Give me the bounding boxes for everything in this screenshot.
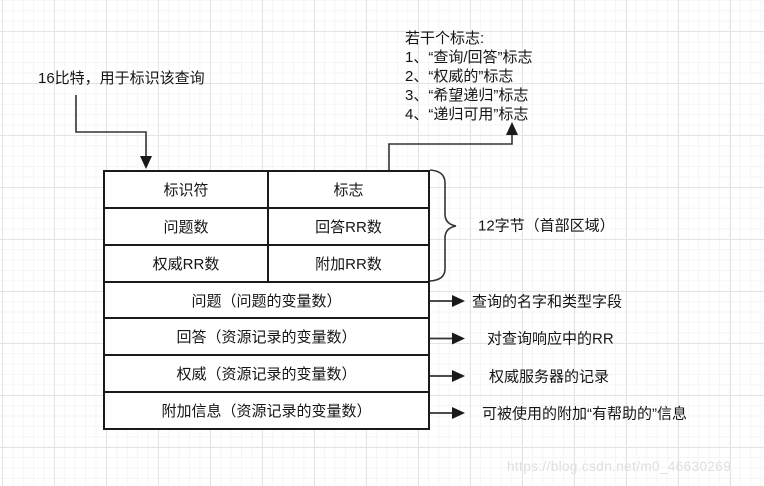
cell-question-count: 问题数 [163, 218, 209, 236]
flags-annotation: 若干个标志: 1、“查询/回答”标志 2、“权威的”标志 3、“希望递归”标志 … [405, 29, 533, 124]
flags-annotation-item: 3、“希望递归”标志 [405, 87, 529, 104]
table-row-additional: 附加信息（资源记录的变量数） [105, 391, 428, 428]
cell-additional-section: 附加信息（资源记录的变量数） [161, 403, 372, 421]
table-row-header-2: 问题数 回答RR数 [105, 206, 428, 244]
flags-annotation-item: 2、“权威的”标志 [405, 68, 514, 85]
cell-question-section: 问题（问题的变量数） [191, 292, 342, 310]
cell-authority-rr-count: 权威RR数 [152, 255, 220, 273]
flags-annotation-item: 1、“查询/回答”标志 [405, 49, 533, 66]
answer-row-arrow [430, 332, 465, 345]
answer-row-note: 对查询响应中的RR [487, 330, 614, 348]
authority-row-arrow [430, 370, 465, 382]
table-row-answer: 回答（资源记录的变量数） [105, 317, 428, 354]
table-row-header-1: 标识符 标志 [105, 172, 428, 207]
table-row-authority: 权威（资源记录的变量数） [105, 354, 428, 391]
left-note-connector-arrow [75, 95, 152, 169]
cell-additional-rr-count: 附加RR数 [267, 245, 428, 281]
header-brace-label: 12字节（首部区域） [478, 217, 615, 235]
question-row-arrow [430, 295, 465, 307]
dns-message-table: 标识符 标志 问题数 回答RR数 权威RR数 附加RR数 问题（问题的变量数） … [103, 170, 430, 430]
csdn-watermark: https://blog.csdn.net/m0_46630269 [507, 459, 732, 474]
cell-answer-rr-count: 回答RR数 [267, 208, 428, 244]
table-row-question: 问题（问题的变量数） [105, 280, 428, 318]
header-brace [429, 169, 457, 282]
authority-row-note: 权威服务器的记录 [489, 368, 610, 386]
left-annotation: 16比特，用于标识该查询 [38, 70, 205, 87]
question-row-note: 查询的名字和类型字段 [472, 293, 623, 311]
flags-annotation-item: 4、“递归可用”标志 [405, 106, 529, 123]
table-row-header-3: 权威RR数 附加RR数 [105, 243, 428, 281]
additional-row-arrow [430, 407, 465, 419]
cell-answer-section: 回答（资源记录的变量数） [176, 329, 357, 347]
flags-connector-arrow [388, 122, 518, 170]
cell-authority-section: 权威（资源记录的变量数） [176, 366, 357, 384]
additional-row-note: 可被使用的附加“有帮助的”信息 [482, 405, 687, 423]
cell-identifier: 标识符 [163, 181, 209, 199]
flags-annotation-title: 若干个标志: [405, 30, 485, 47]
cell-flags: 标志 [267, 172, 428, 207]
